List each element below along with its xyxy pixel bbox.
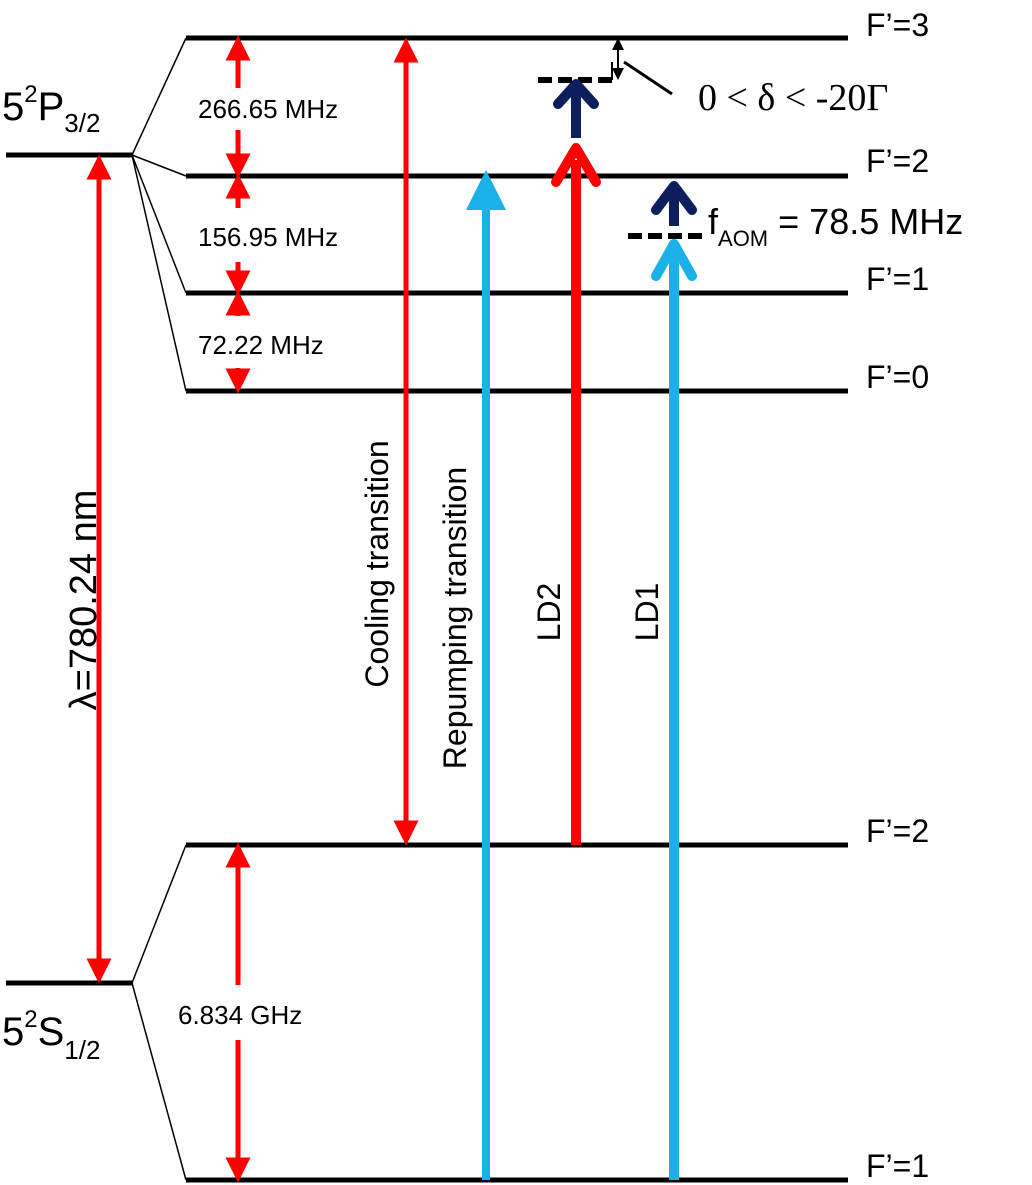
aom-label: fAOM = 78.5 MHz	[708, 201, 963, 251]
splitting-32-label: 266.65 MHz	[198, 94, 338, 124]
lower-state-letter: S	[38, 1010, 65, 1054]
aom-sub: AOM	[718, 226, 768, 251]
detuning-leader	[623, 60, 673, 96]
connector-f0	[131, 154, 187, 392]
connector-f2-lower	[131, 844, 187, 984]
upper-state-label: 52P3/2	[2, 81, 100, 138]
connector-f2-upper	[131, 154, 187, 177]
ld1-label: LD1	[629, 583, 665, 642]
connector-lines	[131, 37, 187, 1181]
ld2-navy-arrow-head	[553, 79, 599, 109]
upper-state-letter: P	[38, 85, 65, 129]
lower-state-sup: 2	[24, 1006, 37, 1033]
ld1-navy-arrow-head	[651, 181, 697, 215]
wavelength-label: λ=780.24 nm	[63, 490, 105, 711]
lower-state-base: 5	[2, 1010, 24, 1054]
ld2-arrow-head	[551, 143, 601, 187]
label-f1-upper: F’=1	[866, 261, 929, 297]
ground-splitting-label: 6.834 GHz	[178, 1000, 302, 1030]
aom-f: f	[708, 201, 719, 242]
splitting-21-label: 156.95 MHz	[198, 222, 338, 252]
splitting-10-label: 72.22 MHz	[198, 330, 324, 360]
connector-f1-upper	[131, 154, 187, 294]
splitting-arrows	[86, 35, 419, 1183]
upper-state-base: 5	[2, 85, 24, 129]
connector-f3	[131, 37, 187, 156]
lower-state-sub: 1/2	[64, 1035, 100, 1065]
repumping-label: Repumping transition	[437, 467, 473, 769]
aom-value: = 78.5 MHz	[768, 201, 963, 242]
detuning-label: 0 < δ < -20Γ	[698, 77, 888, 119]
upper-state-sup: 2	[24, 81, 37, 108]
energy-levels	[6, 35, 848, 1183]
label-f3: F’=3	[866, 7, 929, 43]
cooling-label: Cooling transition	[359, 440, 395, 687]
label-f2-upper: F’=2	[866, 143, 929, 179]
label-f2-lower: F’=2	[866, 813, 929, 849]
label-f0: F’=0	[866, 359, 929, 395]
connector-f1-lower	[131, 982, 187, 1181]
ld2-label: LD2	[531, 583, 567, 642]
upper-state-sub: 3/2	[64, 108, 100, 138]
ld1-arrow-head	[651, 239, 697, 281]
label-f1-lower: F’=1	[866, 1148, 929, 1184]
lower-state-label: 52S1/2	[2, 1006, 100, 1065]
